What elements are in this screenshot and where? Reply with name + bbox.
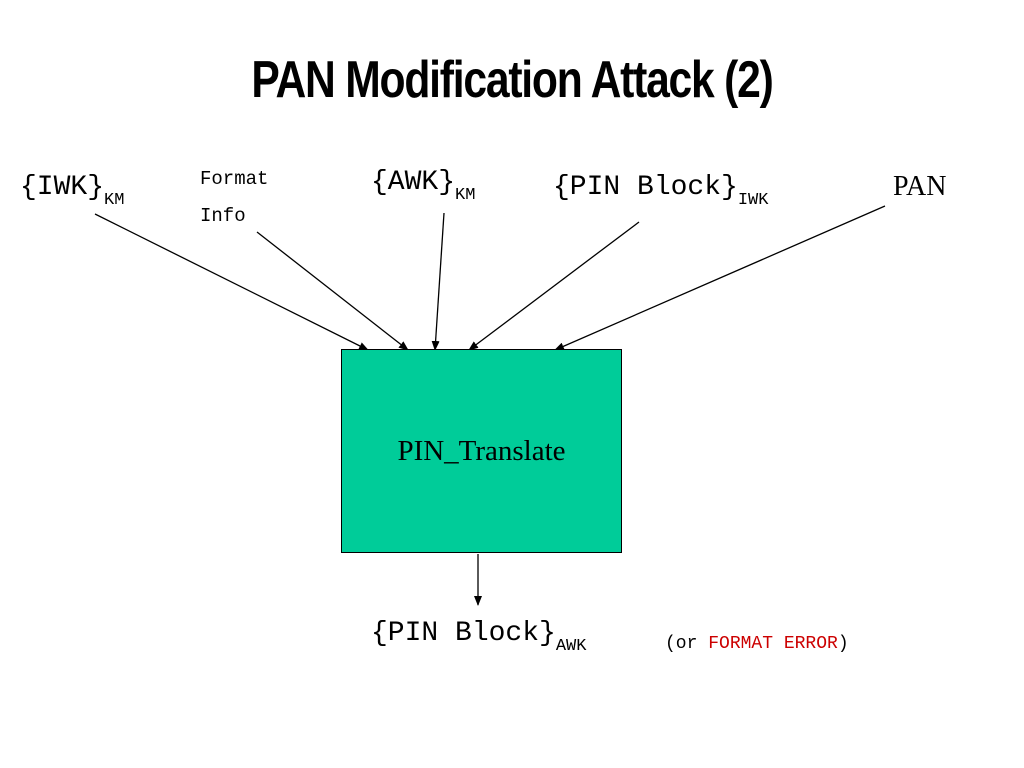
input-awk-main: {AWK} bbox=[371, 167, 456, 198]
input-pin-block-label: {PIN Block}IWK bbox=[553, 172, 768, 210]
input-pin-block-sub: IWK bbox=[737, 191, 769, 210]
input-awk-label: {AWK}KM bbox=[371, 167, 475, 205]
input-awk-sub: KM bbox=[455, 186, 476, 205]
format-info-line1: Format bbox=[200, 168, 269, 190]
slide-title: PAN Modification Attack (2) bbox=[251, 51, 773, 109]
arrow-pin-block bbox=[468, 221, 640, 351]
format-info-line2: Info bbox=[200, 205, 246, 227]
output-note-close: ) bbox=[837, 634, 849, 654]
arrow-iwk bbox=[94, 213, 369, 351]
output-pin-block-main: {PIN Block} bbox=[371, 618, 556, 649]
output-pin-block-label: {PIN Block}AWK bbox=[371, 618, 586, 656]
input-pan-label: PAN bbox=[893, 171, 947, 202]
output-pin-block-sub: AWK bbox=[555, 637, 587, 656]
pin-translate-box: PIN_Translate bbox=[341, 349, 622, 553]
input-iwk-main: {IWK} bbox=[20, 172, 105, 203]
input-iwk-label: {IWK}KM bbox=[20, 172, 124, 210]
arrow-format-info bbox=[256, 231, 409, 351]
arrow-awk bbox=[431, 212, 445, 351]
arrow-pan bbox=[554, 205, 886, 351]
input-pin-block-main: {PIN Block} bbox=[553, 172, 738, 203]
output-note: (or FORMAT ERROR) bbox=[665, 634, 849, 654]
input-format-info-label: Format Info bbox=[200, 161, 268, 235]
format-error-text: FORMAT ERROR bbox=[708, 634, 838, 654]
pin-translate-label: PIN_Translate bbox=[397, 434, 566, 467]
input-iwk-sub: KM bbox=[104, 191, 125, 210]
output-note-open: (or bbox=[665, 634, 709, 654]
